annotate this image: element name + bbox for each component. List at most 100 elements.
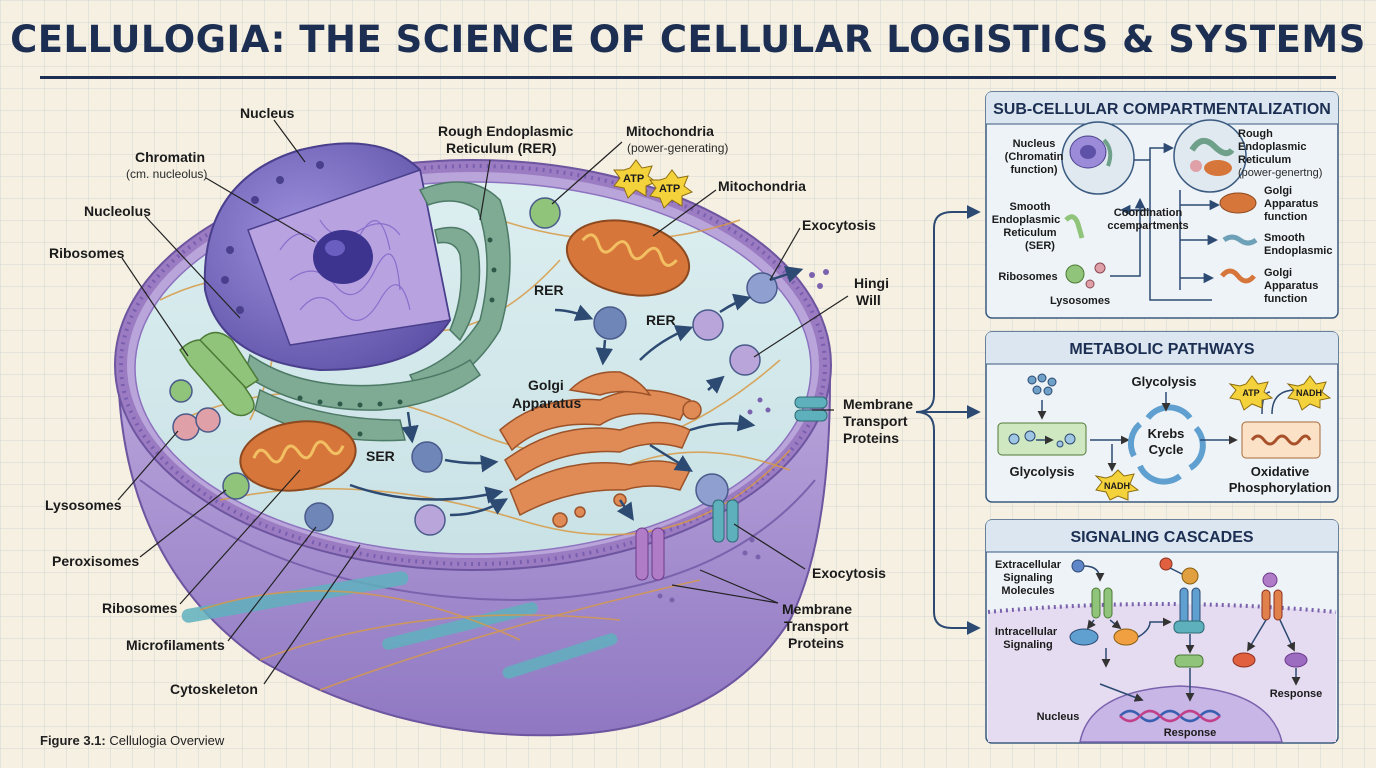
signaling-nucleus: Nucleus — [1037, 711, 1080, 723]
figure-number: Figure 3.1: — [40, 733, 106, 748]
metabolic-nadh-bottom: NADH — [1104, 481, 1130, 491]
signaling-extra-1: Extracellular — [995, 559, 1062, 571]
panel-compartments: SUB-CELLULAR COMPARTMENTALIZATION Nucleu… — [985, 91, 1339, 319]
atp-burst-2 — [649, 169, 694, 209]
label-ser: SER — [366, 448, 395, 464]
panel-connector — [915, 205, 981, 635]
label-rer-1: Rough Endoplasmic — [438, 123, 574, 139]
comp-golgi-1: Golgi — [1264, 185, 1292, 197]
label-hingi-1: Hingi — [854, 275, 889, 291]
label-exocytosis-bottom: Exocytosis — [812, 565, 886, 581]
comp-ser-3: Reticulum — [1003, 227, 1056, 239]
label-mito-top: Mitochondria — [626, 123, 714, 139]
label-leader-lines — [117, 119, 849, 685]
signaling-intra-1: Intracellular — [995, 626, 1058, 638]
comp-golgi2-1: Golgi — [1264, 267, 1292, 279]
label-nucleus: Nucleus — [240, 105, 295, 121]
signaling-intra-2: Signaling — [1003, 639, 1053, 651]
comp-golgi2-2: Apparatus — [1264, 280, 1318, 292]
comp-rer-1: Rough — [1238, 128, 1273, 140]
transport-protein-right — [794, 396, 828, 422]
transport-protein-bottom — [712, 499, 739, 543]
figure-caption-text: Cellulogia Overview — [109, 733, 225, 748]
label-mtp-3: Proteins — [843, 430, 899, 446]
signaling-extra-2: Signaling — [1003, 572, 1053, 584]
vesicles — [169, 197, 778, 536]
label-mito-top-sub: (power-generating) — [627, 141, 728, 155]
label-mito-right: Mitochondria — [718, 178, 806, 194]
comp-nucleus-3: function) — [1010, 164, 1057, 176]
label-mtp-b3: Proteins — [788, 635, 844, 651]
label-ribosomes-top: Ribosomes — [49, 245, 125, 261]
metabolic-nadh-top: NADH — [1296, 388, 1322, 398]
label-atp-1: ATP — [623, 173, 644, 185]
comp-ser-1: Smooth — [1010, 201, 1051, 213]
panel-signaling: SIGNALING CASCADES — [985, 519, 1339, 744]
comp-golgi2-3: function — [1264, 293, 1308, 305]
label-peroxisomes: Peroxisomes — [52, 553, 139, 569]
label-ribosomes-bottom: Ribosomes — [102, 600, 178, 616]
label-nucleolus: Nucleolus — [84, 203, 151, 219]
label-mtp-2: Transport — [843, 413, 908, 429]
metabolic-glycolysis-top: Glycolysis — [1131, 374, 1196, 389]
comp-ser-4: (SER) — [1025, 240, 1055, 252]
figure-caption: Figure 3.1: Cellulogia Overview — [40, 733, 224, 748]
label-microfilaments: Microfilaments — [126, 637, 225, 653]
exocytosis-particles — [657, 269, 829, 603]
signaling-extra-3: Molecules — [1001, 585, 1054, 597]
label-cytoskeleton: Cytoskeleton — [170, 681, 258, 697]
label-chromatin: Chromatin — [135, 149, 205, 165]
metabolic-glycolysis-left: Glycolysis — [1009, 464, 1074, 479]
rer-ribosome-dots — [297, 237, 497, 437]
label-rer-mid-1: RER — [534, 282, 564, 298]
label-golgi-2: Apparatus — [512, 395, 581, 411]
panel-metabolic: METABOLIC PATHWAYS Glycolysis Glycolysis… — [985, 331, 1339, 503]
golgi-organelle — [499, 371, 702, 528]
comp-coord-1: Coordination — [1114, 207, 1183, 219]
label-mtp-b2: Transport — [784, 618, 849, 634]
label-mtp-b1: Membrane — [782, 601, 852, 617]
comp-rer-4: (power-genertng) — [1238, 167, 1322, 179]
metabolic-krebs-2: Cycle — [1149, 442, 1184, 457]
signaling-response-right: Response — [1270, 688, 1323, 700]
label-hingi-2: Will — [856, 292, 881, 308]
comp-lysosomes: Lysosomes — [1050, 295, 1110, 307]
panel-metabolic-title: METABOLIC PATHWAYS — [1069, 341, 1255, 358]
label-mtp-1: Membrane — [843, 396, 913, 412]
nucleus-organelle — [203, 142, 452, 372]
label-chromatin-sub: (cm. nucleolus) — [126, 167, 207, 181]
comp-coord-2: ccempartments — [1107, 220, 1188, 232]
metabolic-atp: ATP — [1242, 388, 1259, 398]
comp-smooth-2: Endoplasmic — [1264, 245, 1332, 257]
metabolic-oxphos-1: Oxidative — [1251, 464, 1310, 479]
smooth-er-organelle — [179, 331, 260, 417]
comp-golgi-2: Apparatus — [1264, 198, 1318, 210]
label-rer-2: Reticulum (RER) — [446, 140, 556, 156]
comp-golgi-3: function — [1264, 211, 1308, 223]
comp-ser-2: Endoplasmic — [992, 214, 1060, 226]
label-lysosomes: Lysosomes — [45, 497, 122, 513]
comp-nucleus-1: Nucleus — [1013, 138, 1056, 150]
metabolic-krebs-1: Krebs — [1148, 426, 1185, 441]
page-title: CELLULOGIA: THE SCIENCE OF CELLULAR LOGI… — [10, 18, 1366, 61]
trafficking-arrows — [349, 266, 804, 521]
comp-nucleus-2: (Chromatin — [1005, 151, 1064, 163]
comp-rer-3: Reticulum — [1238, 154, 1291, 166]
atp-burst-1 — [613, 159, 658, 199]
mitochondrion-left — [239, 420, 357, 492]
label-atp-2: ATP — [659, 183, 680, 195]
panel-compartments-title: SUB-CELLULAR COMPARTMENTALIZATION — [993, 101, 1331, 118]
transport-protein-purple — [635, 527, 665, 581]
comp-ribosomes: Ribosomes — [998, 271, 1057, 283]
comp-rer-2: Endoplasmic — [1238, 141, 1306, 153]
signaling-response-bottom: Response — [1164, 727, 1217, 739]
mitochondrion-top — [565, 219, 691, 297]
label-rer-mid-2: RER — [646, 312, 676, 328]
title-underline — [40, 76, 1336, 79]
metabolic-oxphos-2: Phosphorylation — [1229, 480, 1332, 495]
label-exocytosis-top: Exocytosis — [802, 217, 876, 233]
comp-smooth-1: Smooth — [1264, 232, 1305, 244]
panel-signaling-title: SIGNALING CASCADES — [1070, 529, 1253, 546]
label-golgi-1: Golgi — [528, 377, 564, 393]
